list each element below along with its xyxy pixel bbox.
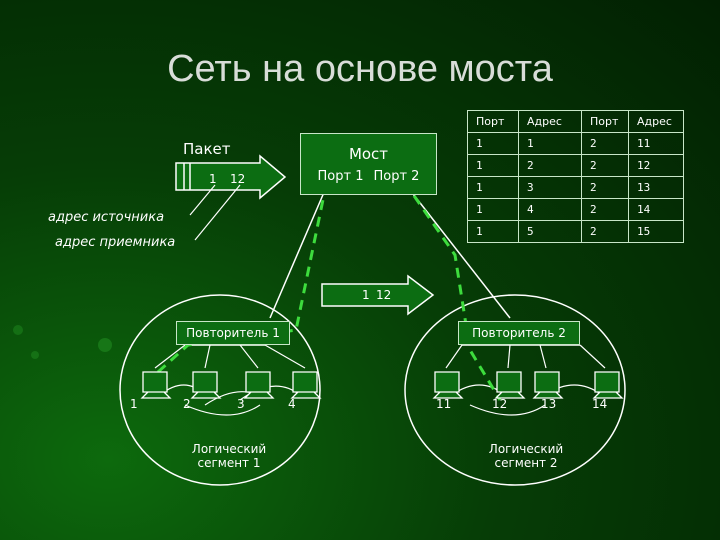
moving-packet-src: 1 [362,288,370,302]
table-cell: 2 [581,220,629,243]
table-cell: 2 [581,176,629,199]
computer-label: 12 [492,397,508,411]
segment1-caption-line2: сегмент 1 [197,456,261,470]
segment1-caption-line1: Логический [191,442,267,456]
table-cell: 1 [467,198,519,221]
repeater2-box: Повторитель 2 [458,321,580,345]
table-cell: 11 [628,132,684,155]
table-cell: 13 [628,176,684,199]
table-cell: 5 [518,220,582,243]
table-cell: 2 [581,154,629,177]
table-row: 1 3 2 13 [467,176,684,199]
table-header-row: Порт Адрес Порт Адрес [467,110,684,133]
moving-packet-dst: 12 [376,288,392,302]
table-cell: 1 [467,220,519,243]
segment2-caption-line2: сегмент 2 [494,456,558,470]
table-cell: 2 [581,198,629,221]
segment1-caption: Логический сегмент 1 [189,442,269,470]
table-cell: 1 [467,154,519,177]
bridge-box: Мост Порт 1 Порт 2 [300,133,437,195]
computer-label: 11 [436,397,452,411]
table-cell: 2 [581,132,629,155]
table-cell: 3 [518,176,582,199]
segment2-caption: Логический сегмент 2 [486,442,566,470]
packet-label: Пакет [183,140,231,158]
table-cell: 4 [518,198,582,221]
computer-label: 3 [237,397,245,411]
table-row: 1 5 2 15 [467,220,684,243]
packet-dst: 12 [230,172,246,186]
computer-label: 4 [288,397,296,411]
table-cell: 14 [628,198,684,221]
col-header: Порт [467,110,519,133]
col-header: Адрес [518,110,582,133]
address-table: Порт Адрес Порт Адрес 1 1 2 11 1 2 2 12 … [467,110,684,243]
table-cell: 15 [628,220,684,243]
segment2-caption-line1: Логический [488,442,564,456]
bridge-port1: Порт 1 [317,168,364,184]
segment1-boundary [119,294,321,486]
moving-packet-arrow [321,274,435,316]
table-cell: 1 [467,132,519,155]
computer-label: 1 [130,397,138,411]
table-cell: 12 [628,154,684,177]
table-row: 1 4 2 14 [467,198,684,221]
computer-label: 14 [592,397,608,411]
table-row: 1 1 2 11 [467,132,684,155]
table-row: 1 2 2 12 [467,154,684,177]
bridge-port2: Порт 2 [373,168,420,184]
table-cell: 1 [467,176,519,199]
packet-src: 1 [209,172,217,186]
bridge-label: Мост [348,144,389,163]
computer-label: 13 [541,397,557,411]
repeater1-box: Повторитель 1 [176,321,290,345]
col-header: Адрес [628,110,684,133]
page-title: Сеть на основе моста [167,48,553,90]
segment2-boundary [404,294,626,486]
source-annotation: адрес источника [48,210,165,225]
table-cell: 1 [518,132,582,155]
computer-label: 2 [183,397,191,411]
table-cell: 2 [518,154,582,177]
dest-annotation: адрес приемника [55,235,176,250]
col-header: Порт [581,110,629,133]
